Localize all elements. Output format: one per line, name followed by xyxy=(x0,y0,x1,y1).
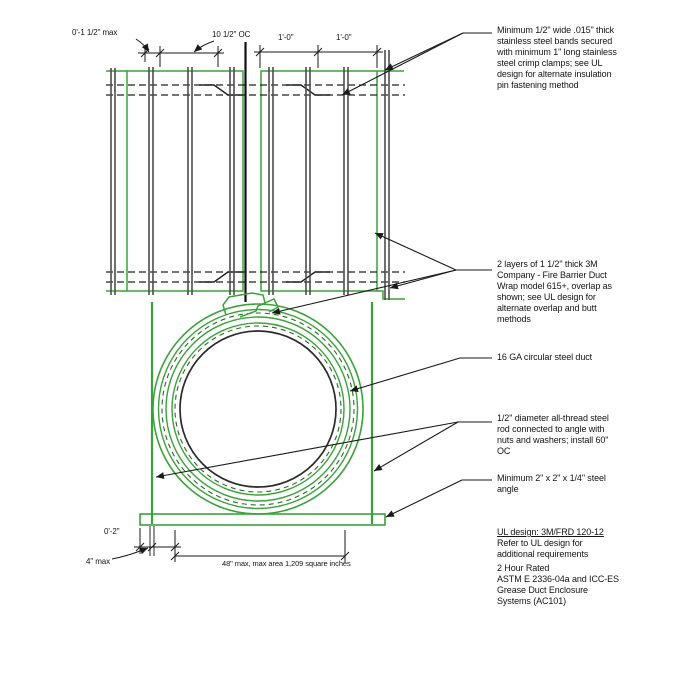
annotation-rating: 2 Hour Rated ASTM E 2336-04a and ICC-ES … xyxy=(497,563,619,606)
top-dimensions xyxy=(135,38,383,68)
dim-bottom-main: 48" max, max area 1,209 square inches xyxy=(222,559,351,568)
wrap-overlap-dashed-lines xyxy=(106,84,405,283)
dim-bottom-left: 0'-2" xyxy=(104,527,120,536)
leader-lines xyxy=(155,32,492,518)
dim-wrap-width-1: 1'-0" xyxy=(278,33,294,42)
wrap-overlap-steps xyxy=(199,84,330,283)
dim-bottom-gap: 4" max xyxy=(86,557,111,566)
annotation-rod: 1/2" diameter all-thread steel rod conne… xyxy=(497,413,609,456)
annotation-ul-refer: Refer to UL design for additional requir… xyxy=(497,538,589,559)
steel-angle xyxy=(139,513,386,526)
all-thread-rods xyxy=(150,302,374,524)
annotation-angle: Minimum 2" x 2" x 1/4" steel angle xyxy=(497,473,606,494)
dim-wrap-width-2: 1'-0" xyxy=(336,33,352,42)
steel-duct-circle xyxy=(179,330,337,488)
annotation-duct: 16 GA circular steel duct xyxy=(497,352,593,362)
section-view xyxy=(139,292,386,556)
elevation-view xyxy=(106,42,405,302)
annotation-wrap: 2 layers of 1 1/2" thick 3M Company - Fi… xyxy=(497,259,612,324)
annotation-bands: Minimum 1/2" wide .015" thick stainless … xyxy=(497,25,617,90)
dim-top-left-max: 0'-1 1/2" max xyxy=(72,28,118,37)
bottom-dimensions xyxy=(111,528,350,562)
annotation-ul-design: UL design: 3M/FRD 120-12 xyxy=(497,527,604,537)
wrap-outline xyxy=(106,70,405,300)
wrap-layers xyxy=(152,303,364,515)
dim-band-spacing: 10 1/2" OC xyxy=(212,30,251,39)
steel-bands xyxy=(110,50,390,300)
rod-end-below-angle xyxy=(149,526,155,556)
